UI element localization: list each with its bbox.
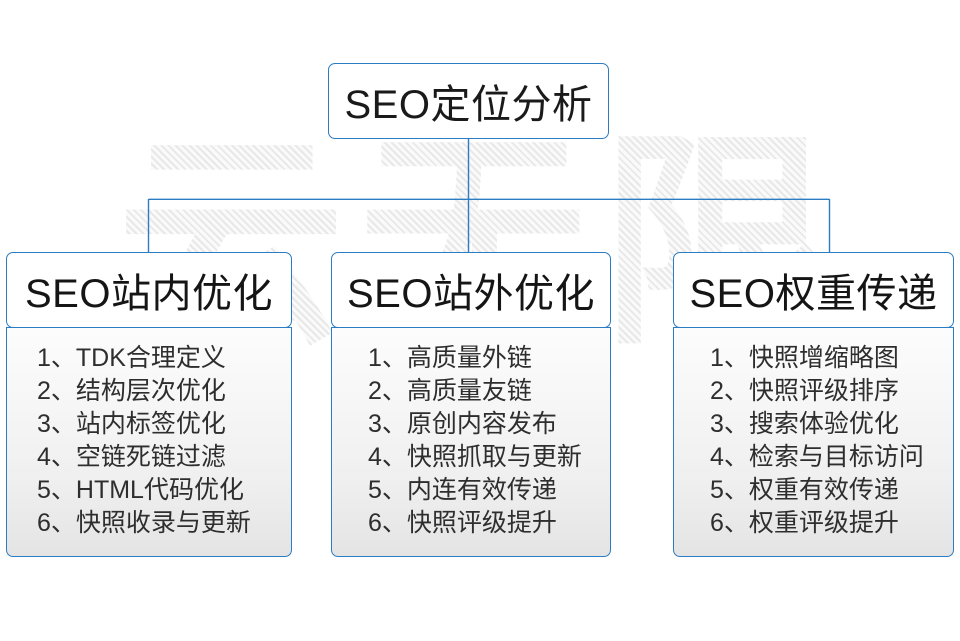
column-header-0[interactable]: SEO站内优化 [6, 252, 292, 328]
column-seo-offsite: SEO站外优化 1、高质量外链 2、高质量友链 3、原创内容发布 4、快照抓取与… [331, 252, 611, 557]
column-seo-onsite: SEO站内优化 1、TDK合理定义 2、结构层次优化 3、站内标签优化 4、空链… [6, 252, 292, 557]
list-item: 3、原创内容发布 [368, 410, 557, 438]
column-list-0: 1、TDK合理定义 2、结构层次优化 3、站内标签优化 4、空链死链过滤 5、H… [7, 342, 291, 540]
root-node[interactable]: SEO定位分析 [328, 63, 609, 139]
list-item: 5、内连有效传递 [368, 476, 557, 504]
list-item: 6、快照收录与更新 [37, 509, 251, 537]
column-body-1: 1、高质量外链 2、高质量友链 3、原创内容发布 4、快照抓取与更新 5、内连有… [331, 327, 611, 557]
list-item: 4、检索与目标访问 [710, 443, 924, 471]
column-seo-weight-transfer: SEO权重传递 1、快照增缩略图 2、快照评级排序 3、搜索体验优化 4、检索与… [673, 252, 954, 557]
list-item: 2、快照评级排序 [710, 377, 899, 405]
column-header-label-2: SEO权重传递 [689, 272, 938, 316]
list-item: 4、空链死链过滤 [37, 443, 226, 471]
column-body-2: 1、快照增缩略图 2、快照评级排序 3、搜索体验优化 4、检索与目标访问 5、权… [673, 327, 954, 557]
list-item: 4、快照抓取与更新 [368, 443, 582, 471]
list-item: 1、快照增缩略图 [710, 344, 899, 372]
root-node-label: SEO定位分析 [344, 83, 593, 127]
list-item: 1、TDK合理定义 [37, 344, 226, 372]
column-header-label-0: SEO站内优化 [25, 272, 273, 316]
list-item: 3、搜索体验优化 [710, 410, 899, 438]
list-item: 3、站内标签优化 [37, 410, 226, 438]
list-item: 5、权重有效传递 [710, 476, 899, 504]
list-item: 6、权重评级提升 [710, 509, 899, 537]
list-item: 5、HTML代码优化 [37, 476, 244, 504]
list-item: 6、快照评级提升 [368, 509, 557, 537]
list-item: 2、结构层次优化 [37, 377, 226, 405]
column-list-2: 1、快照增缩略图 2、快照评级排序 3、搜索体验优化 4、检索与目标访问 5、权… [674, 342, 953, 540]
list-item: 1、高质量外链 [368, 344, 532, 372]
column-header-2[interactable]: SEO权重传递 [673, 252, 954, 328]
column-header-1[interactable]: SEO站外优化 [331, 252, 611, 328]
column-header-label-1: SEO站外优化 [347, 272, 595, 316]
list-item: 2、高质量友链 [368, 377, 532, 405]
column-body-0: 1、TDK合理定义 2、结构层次优化 3、站内标签优化 4、空链死链过滤 5、H… [6, 327, 292, 557]
column-list-1: 1、高质量外链 2、高质量友链 3、原创内容发布 4、快照抓取与更新 5、内连有… [332, 342, 610, 540]
